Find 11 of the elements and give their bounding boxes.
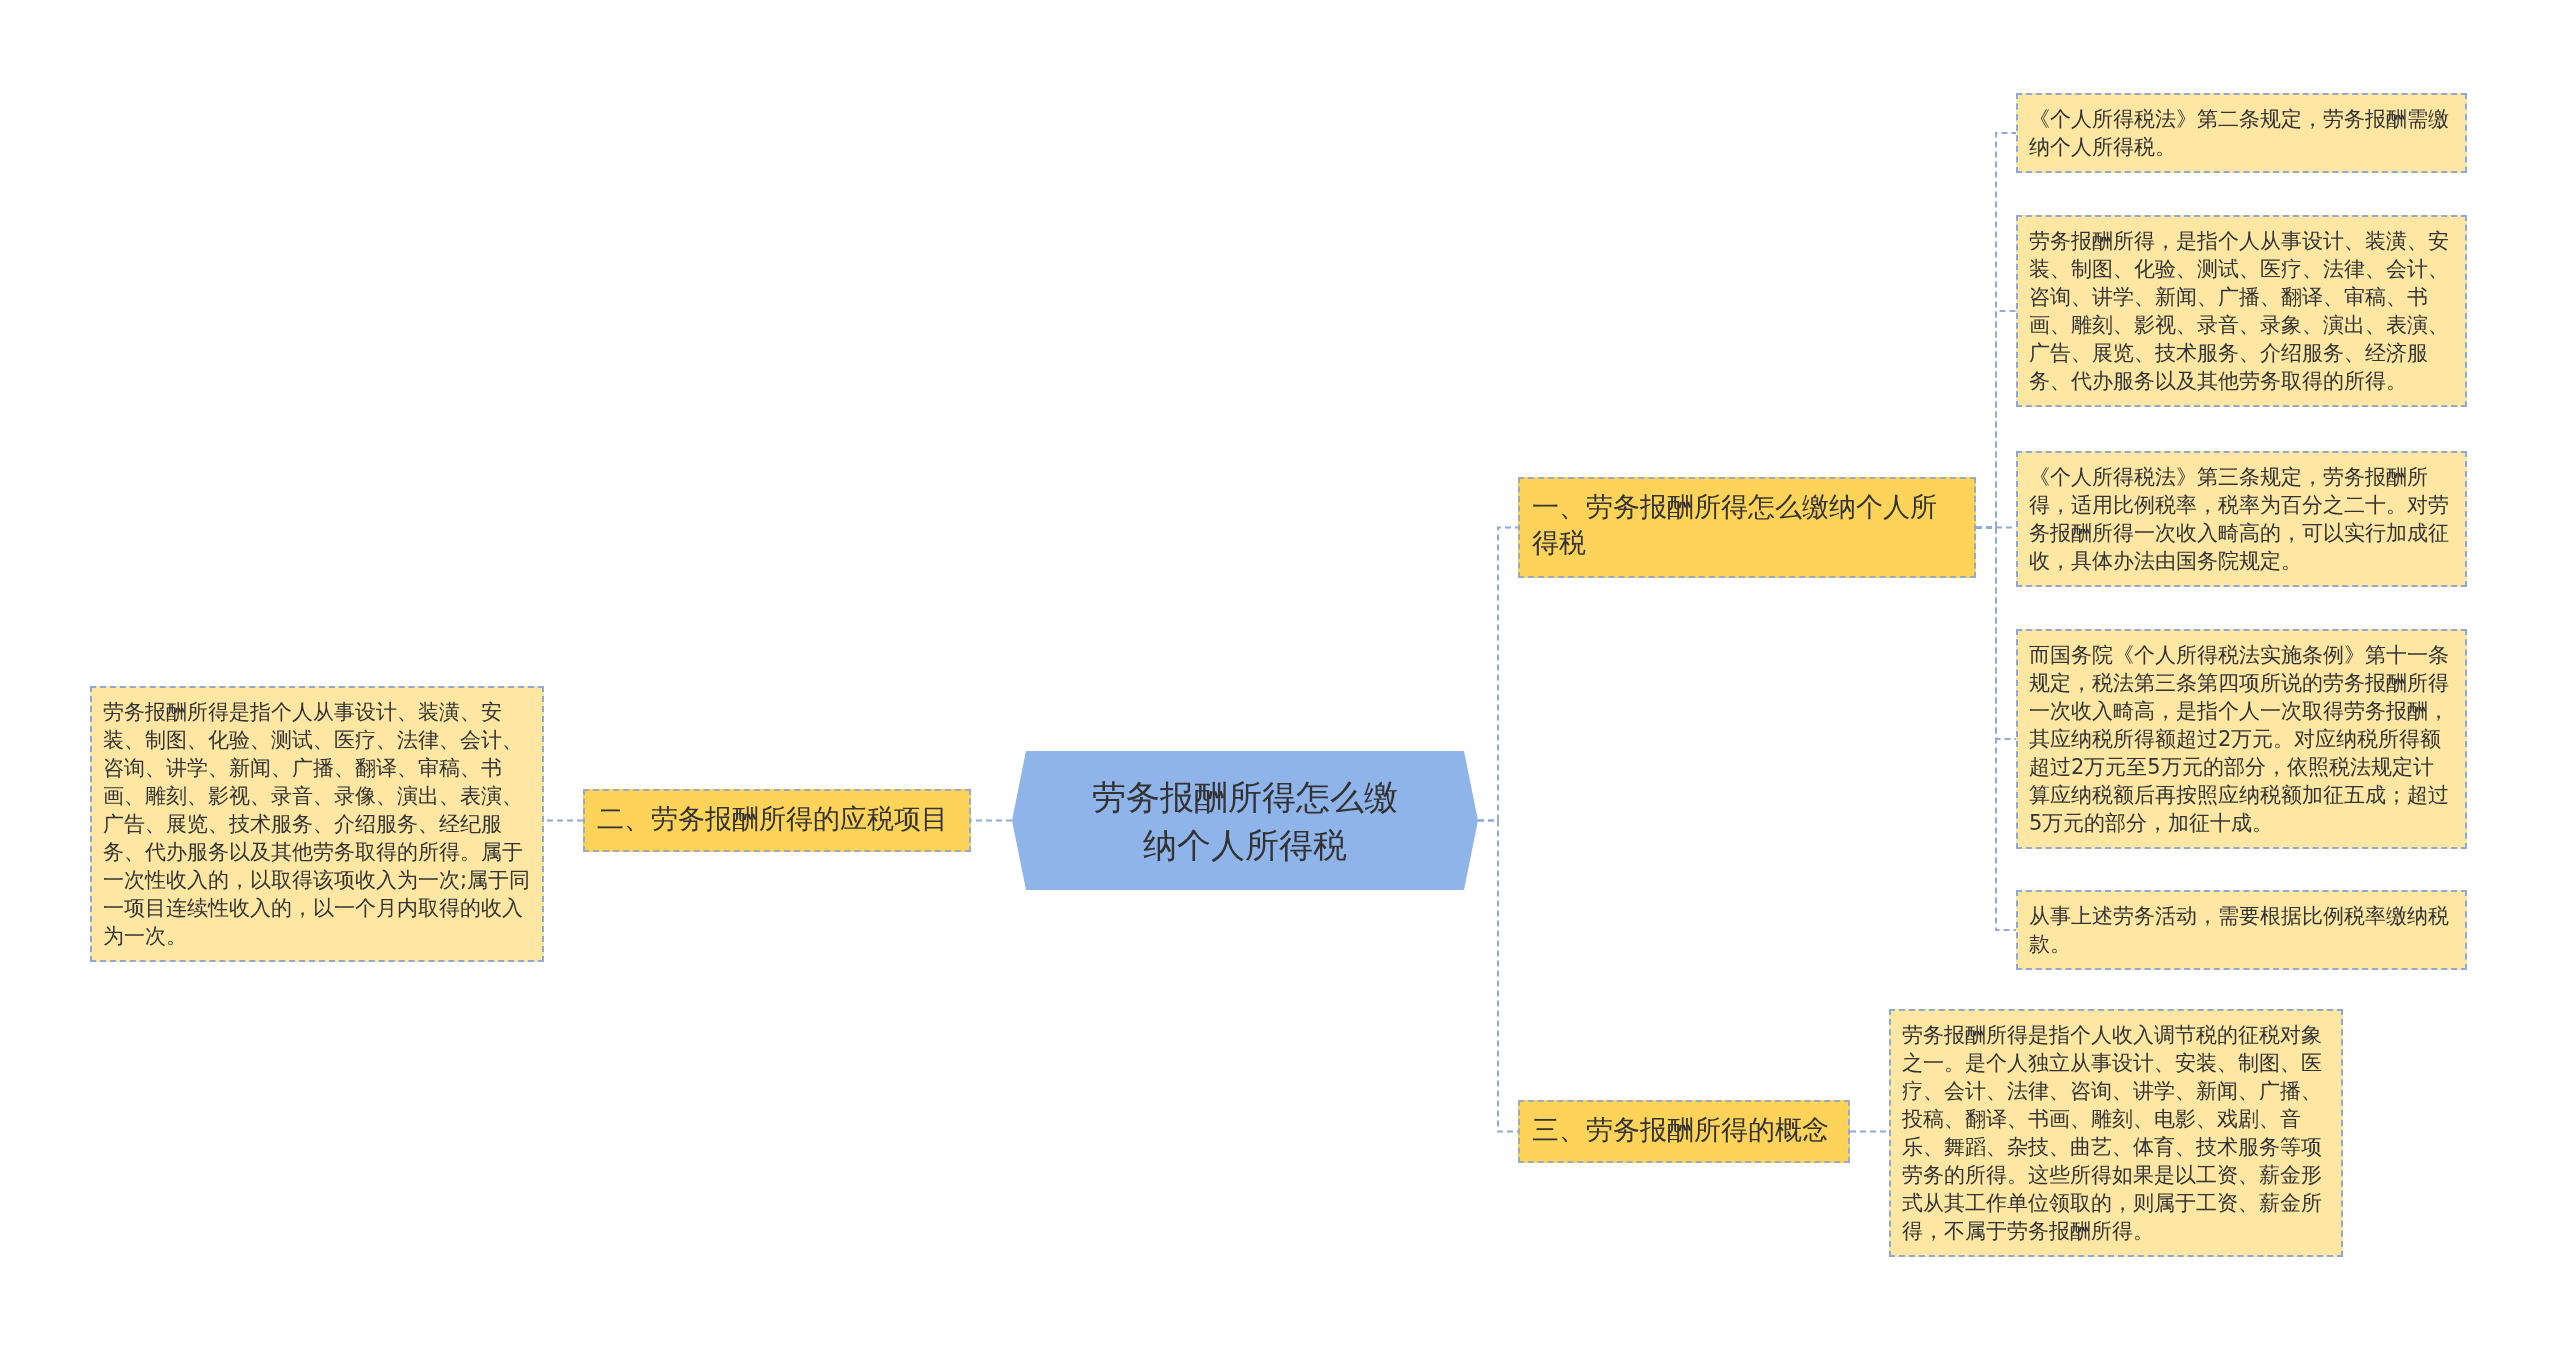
note-box: 而国务院《个人所得税法实施条例》第十一条规定，税法第三条第四项所说的劳务报酬所得一次收入畸高，是指个人一次取得劳务报酬，其应纳税所得额超过2万元。对应纳税所得额超过2万元至5万元的部分，依照税法规定计算应纳税额后再按照应纳税额加征五成；超过5万元的部分，加征十成。 — [2016, 629, 2467, 849]
central-topic: 劳务报酬所得怎么缴纳个人所得税 — [1012, 751, 1478, 890]
topic-box: 三、劳务报酬所得的概念 — [1518, 1100, 1850, 1163]
note-box: 劳务报酬所得，是指个人从事设计、装潢、安装、制图、化验、测试、医疗、法律、会计、咨询、讲学、新闻、广播、翻译、审稿、书画、雕刻、影视、录音、录象、演出、表演、广告、展览、技术服务、介绍服务、经济服务、代办服务以及其他劳务取得的所得。 — [2016, 215, 2467, 407]
topic-box: 二、劳务报酬所得的应税项目 — [583, 789, 971, 852]
note-box: 《个人所得税法》第三条规定，劳务报酬所得，适用比例税率，税率为百分之二十。对劳务报酬所得一次收入畸高的，可以实行加成征收，具体办法由国务院规定。 — [2016, 451, 2467, 587]
note-box: 劳务报酬所得是指个人从事设计、装潢、安装、制图、化验、测试、医疗、法律、会计、咨询、讲学、新闻、广播、翻译、审稿、书画、雕刻、影视、录音、录像、演出、表演、广告、展览、技术服务、介绍服务、经纪服务、代办服务以及其他劳务取得的所得。属于一次性收入的，以取得该项收入为一次;属于同一项目连续性收入的，以一个月内取得的收入为一次。 — [90, 686, 544, 962]
note-box: 《个人所得税法》第二条规定，劳务报酬需缴纳个人所得税。 — [2016, 93, 2467, 173]
topic-box: 一、劳务报酬所得怎么缴纳个人所得税 — [1518, 477, 1976, 578]
note-box: 劳务报酬所得是指个人收入调节税的征税对象之一。是个人独立从事设计、安装、制图、医疗、会计、法律、咨询、讲学、新闻、广播、投稿、翻译、书画、雕刻、电影、戏剧、音乐、舞蹈、杂技、曲艺、体育、技术服务等项劳务的所得。这些所得如果是以工资、薪金形式从其工作单位领取的，则属于工资、薪金所得，不属于劳务报酬所得。 — [1889, 1009, 2343, 1257]
note-box: 从事上述劳务活动，需要根据比例税率缴纳税款。 — [2016, 890, 2467, 970]
